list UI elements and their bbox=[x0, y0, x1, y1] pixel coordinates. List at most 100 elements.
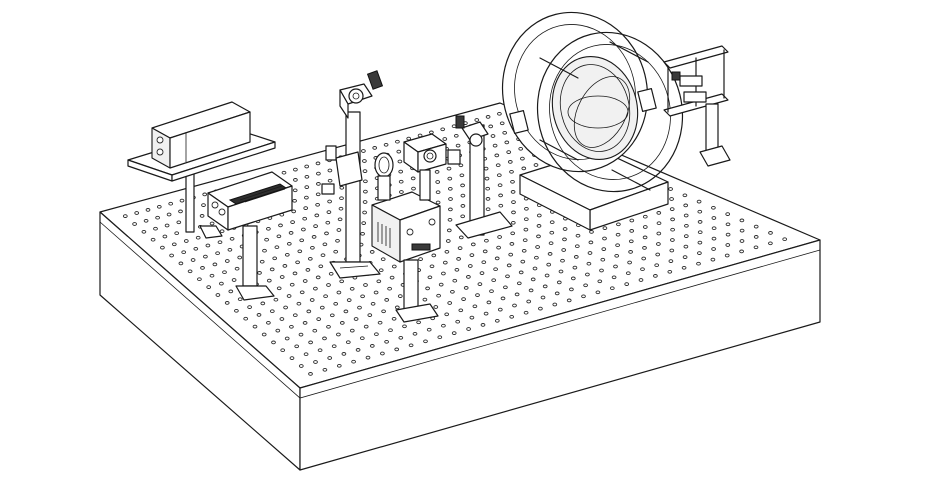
mounting-hole bbox=[380, 351, 385, 356]
mounting-hole bbox=[475, 293, 480, 297]
mounting-hole bbox=[301, 227, 306, 232]
mounting-hole bbox=[156, 204, 162, 209]
mounting-hole bbox=[426, 327, 432, 332]
mounting-hole bbox=[570, 276, 576, 281]
mounting-hole bbox=[234, 308, 239, 313]
mounting-hole bbox=[373, 290, 379, 295]
mounting-hole bbox=[160, 245, 165, 250]
mounting-hole bbox=[355, 348, 361, 352]
mounting-hole bbox=[316, 317, 322, 321]
mounting-hole bbox=[615, 243, 620, 248]
mounting-hole bbox=[485, 186, 491, 191]
mounting-hole bbox=[518, 270, 524, 275]
mounting-hole bbox=[316, 171, 321, 176]
mounting-hole bbox=[670, 238, 675, 242]
mounting-hole bbox=[494, 256, 500, 261]
mounting-hole bbox=[292, 198, 297, 203]
mounting-hole bbox=[336, 363, 342, 368]
mounting-hole bbox=[467, 264, 473, 268]
mounting-hole bbox=[668, 187, 673, 191]
mounting-hole bbox=[452, 278, 458, 283]
mounting-hole bbox=[451, 124, 457, 129]
mounting-hole bbox=[252, 324, 258, 329]
mounting-hole bbox=[534, 255, 539, 260]
mounting-hole bbox=[341, 352, 347, 356]
mounting-hole bbox=[509, 169, 514, 174]
mounting-hole bbox=[711, 247, 716, 251]
mounting-hole bbox=[523, 217, 529, 222]
mounting-hole bbox=[447, 186, 453, 191]
mounting-hole bbox=[485, 115, 491, 119]
mounting-hole bbox=[219, 229, 225, 234]
mounting-hole bbox=[289, 324, 294, 329]
mounting-hole bbox=[399, 190, 404, 194]
mounting-hole bbox=[514, 292, 520, 297]
mounting-hole bbox=[536, 213, 542, 218]
mounting-hole bbox=[395, 139, 400, 144]
mounting-hole bbox=[299, 290, 305, 295]
mounting-hole bbox=[269, 309, 275, 314]
mounting-hole bbox=[725, 232, 731, 237]
mounting-hole bbox=[272, 256, 278, 261]
mounting-hole bbox=[304, 195, 309, 200]
mounting-hole bbox=[308, 340, 313, 345]
mounting-hole bbox=[365, 355, 371, 360]
mounting-hole bbox=[484, 176, 490, 181]
mounting-hole bbox=[369, 250, 375, 254]
mounting-hole bbox=[283, 305, 288, 310]
mounting-hole bbox=[595, 290, 601, 295]
mounting-hole bbox=[601, 247, 607, 251]
mounting-hole bbox=[711, 205, 716, 210]
mounting-hole bbox=[684, 223, 689, 228]
mounting-hole bbox=[480, 323, 486, 327]
mounting-hole bbox=[281, 170, 287, 175]
mounting-hole bbox=[493, 267, 498, 272]
mounting-hole bbox=[388, 328, 393, 333]
mounting-hole bbox=[509, 314, 515, 319]
mounting-hole bbox=[696, 199, 702, 204]
mounting-hole bbox=[273, 297, 279, 302]
mounting-hole bbox=[697, 220, 703, 224]
mounting-hole bbox=[335, 238, 340, 243]
mounting-hole bbox=[654, 263, 660, 268]
mounting-hole bbox=[237, 255, 243, 260]
mounting-hole bbox=[454, 267, 460, 272]
mounting-hole bbox=[481, 260, 487, 265]
mounting-hole bbox=[134, 211, 140, 215]
mounting-hole bbox=[243, 316, 249, 321]
mounting-hole bbox=[544, 273, 550, 278]
mounting-hole bbox=[683, 244, 689, 249]
mounting-hole bbox=[521, 248, 527, 253]
mounting-hole bbox=[670, 217, 675, 222]
mounting-hole bbox=[536, 224, 542, 228]
mounting-hole bbox=[219, 281, 224, 286]
mounting-hole bbox=[271, 340, 276, 345]
mounting-hole bbox=[446, 166, 452, 171]
mounting-hole bbox=[410, 176, 416, 181]
mounting-hole bbox=[509, 242, 515, 246]
mounting-hole bbox=[442, 137, 448, 141]
mounting-hole bbox=[402, 324, 407, 329]
mounting-hole bbox=[627, 260, 632, 265]
mounting-hole bbox=[362, 169, 368, 173]
mounting-hole bbox=[387, 286, 392, 291]
mounting-hole bbox=[682, 193, 688, 198]
mounting-hole bbox=[326, 324, 331, 329]
mounting-hole bbox=[327, 356, 333, 360]
mounting-hole bbox=[203, 254, 208, 259]
mounting-hole bbox=[444, 249, 450, 254]
mounting-hole bbox=[458, 235, 464, 240]
mounting-hole bbox=[431, 253, 437, 258]
mounting-hole bbox=[164, 223, 170, 228]
mounting-hole bbox=[710, 257, 716, 262]
mounting-hole bbox=[353, 317, 359, 321]
mounting-hole bbox=[378, 268, 384, 273]
mounting-hole bbox=[538, 306, 543, 311]
mounting-hole bbox=[408, 343, 414, 348]
mounting-hole bbox=[317, 348, 323, 353]
mounting-hole bbox=[166, 212, 172, 217]
mounting-hole bbox=[322, 242, 328, 247]
mounting-hole bbox=[522, 238, 528, 243]
mounting-hole bbox=[398, 179, 404, 184]
